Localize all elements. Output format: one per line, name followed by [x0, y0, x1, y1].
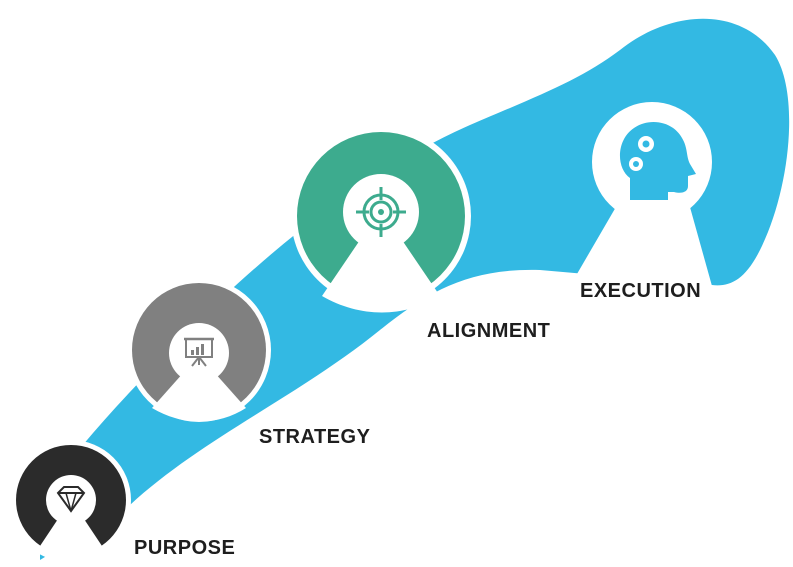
- head-gears-icon: [619, 122, 696, 201]
- execution-keyhole: [570, 200, 712, 286]
- diamond-icon: [56, 486, 86, 513]
- presentation-chart-icon: [184, 337, 214, 367]
- purpose-inner-circle: [46, 475, 96, 525]
- alignment-keyhole: [322, 240, 440, 313]
- step-purpose: [11, 440, 131, 563]
- target-icon: [356, 187, 406, 237]
- step-execution: [570, 102, 712, 286]
- step-alignment: [291, 126, 471, 313]
- step-label-strategy: STRATEGY: [259, 426, 371, 448]
- step-label-alignment: ALIGNMENT: [427, 320, 550, 342]
- step-strategy: [127, 278, 271, 422]
- step-label-purpose: PURPOSE: [134, 537, 235, 559]
- strategy-keyhole: [152, 372, 246, 422]
- purpose-keyhole: [36, 516, 106, 563]
- step-label-execution: EXECUTION: [580, 280, 701, 302]
